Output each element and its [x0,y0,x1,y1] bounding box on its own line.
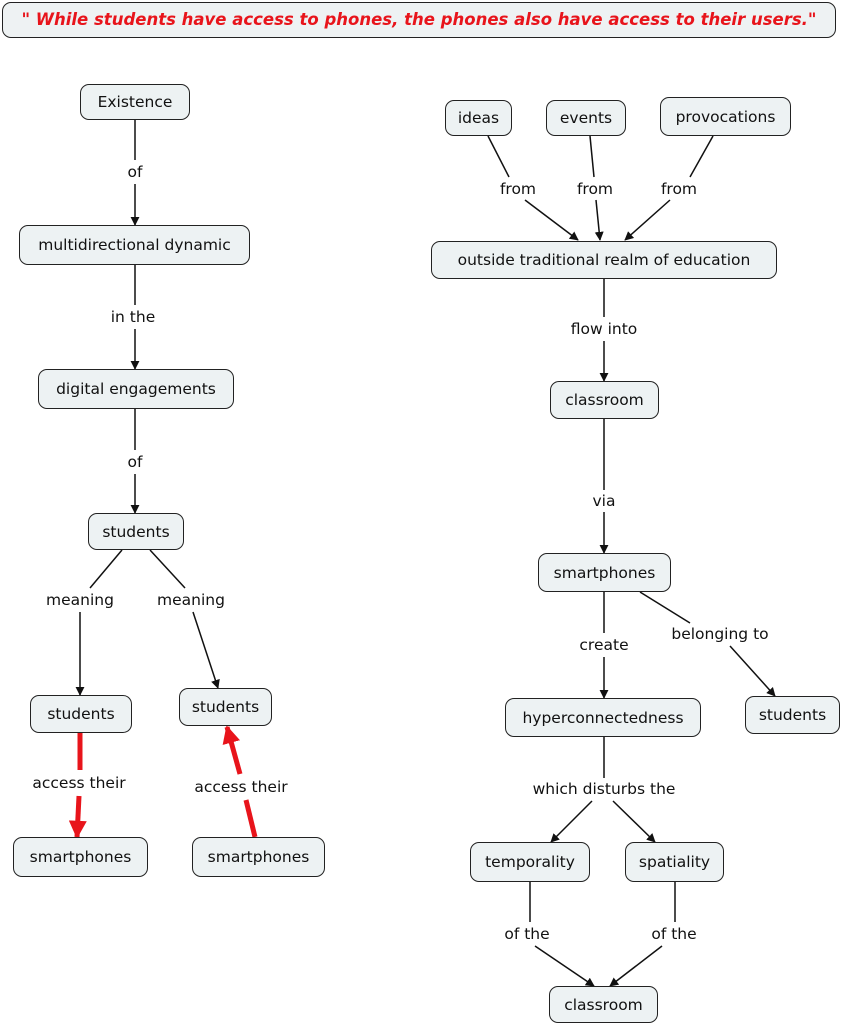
concept-hyperconnectedness[interactable]: hyperconnectedness [505,698,701,737]
concept-label: smartphones [29,848,132,866]
concept-smartphones-right[interactable]: smartphones [192,837,325,877]
concept-digital-engagements[interactable]: digital engagements [38,369,234,409]
concept-label: spatiality [638,853,711,871]
link-label-of-2: of [125,453,145,471]
concept-outside-traditional-realm[interactable]: outside traditional realm of education [431,241,777,279]
connector-ofthe-classroom-left [534,945,595,987]
connector-red-access-students-right [222,725,243,775]
concept-label: provocations [675,107,776,126]
link-label-flow-into: flow into [568,320,640,338]
concept-label: multidirectional dynamic [38,236,231,254]
link-label-of-the-left: of the [502,925,552,943]
link-label-create: create [577,636,631,654]
link-label-via: via [590,492,618,510]
concept-ideas[interactable]: ideas [445,100,512,136]
connector-ideas-from [487,135,510,178]
link-label-access-their-left: access their [30,774,128,792]
link-label-from-events: from [574,180,616,198]
connector-from-outside-1 [524,199,579,241]
link-label-of-the-right: of the [649,925,699,943]
link-label-meaning-right: meaning [155,591,227,609]
connector-red-access-smartphones-left [68,795,87,839]
link-label-from-provocations: from [658,180,700,198]
concept-smartphones-main[interactable]: smartphones [538,553,671,592]
concept-temporality[interactable]: temporality [470,842,590,882]
connector-students-meaning-left [89,549,123,589]
concept-label: events [559,109,613,127]
link-label-from-ideas: from [497,180,539,198]
concept-existence[interactable]: Existence [80,84,190,120]
connector-disturbs-temporality [550,800,593,843]
quote-text: " While students have access to phones, … [21,10,817,29]
link-label-belonging-to: belonging to [669,625,771,643]
concept-label: ideas [457,109,500,127]
concept-label: students [102,522,170,541]
link-label-which-disturbs-the: which disturbs the [530,780,678,798]
concept-classroom-bottom[interactable]: classroom [549,986,658,1023]
concept-label: digital engagements [56,380,216,398]
concept-label: Existence [97,93,173,111]
concept-students-right[interactable]: students [179,688,272,726]
concept-label: students [47,705,115,723]
concept-events[interactable]: events [546,100,626,136]
connector-meaning-right-students [192,611,220,689]
concept-classroom-top[interactable]: classroom [550,381,659,419]
concept-label: students [758,706,827,724]
link-label-of-1: of [125,163,145,181]
quote-banner: " While students have access to phones, … [2,2,836,38]
link-label-access-their-right: access their [192,778,290,796]
connector-disturbs-spatiality [612,800,656,843]
concept-label: hyperconnectedness [522,708,684,727]
link-label-meaning-left: meaning [44,591,116,609]
concept-multidirectional-dynamic[interactable]: multidirectional dynamic [19,225,250,265]
concept-label: students [191,698,260,716]
concept-label: smartphones [553,563,656,582]
concept-smartphones-left[interactable]: smartphones [13,837,148,877]
concept-label: outside traditional realm of education [457,251,751,269]
connector-from-outside-3 [624,199,671,241]
connector-smartphones-belonging [639,591,691,624]
connector-events-from [589,135,595,178]
connector-ofthe-classroom-right [609,945,663,987]
concept-spatiality[interactable]: spatiality [625,842,724,882]
connector-red-smartphones-access-right [243,799,258,838]
concept-students-main[interactable]: students [88,513,184,550]
concept-provocations[interactable]: provocations [660,97,791,136]
connector-provocations-from [689,135,714,178]
connector-belonging-students [729,645,776,697]
concept-label: classroom [564,995,643,1014]
concept-students-left[interactable]: students [30,695,132,733]
link-label-in-the: in the [108,308,158,326]
concept-label: smartphones [207,848,310,866]
connector-students-meaning-right [149,549,186,589]
concept-label: classroom [565,391,644,409]
concept-students-far-right[interactable]: students [745,696,840,734]
concept-label: temporality [485,853,575,871]
connector-from-outside-2 [594,199,604,241]
